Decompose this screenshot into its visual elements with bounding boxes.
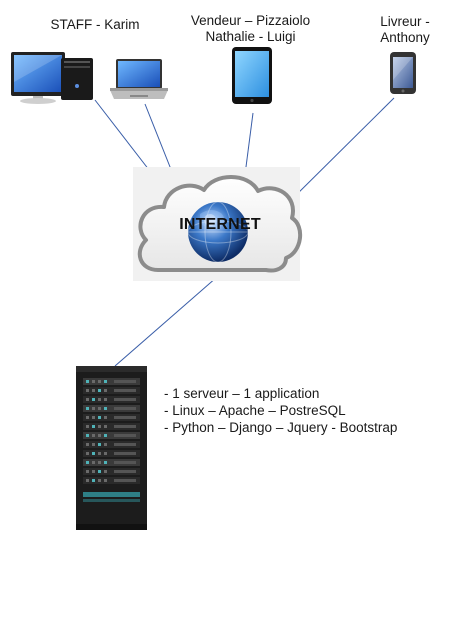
server-unit [83,477,140,484]
vendeur-label-line-2: Nathalie - Luigi [205,29,296,44]
server-drive-slot [114,434,136,437]
server-led [98,407,101,410]
livreur-label: Livreur - Anthony [360,14,450,46]
server-led [98,452,101,455]
server-unit [83,441,140,448]
server-led [104,443,107,446]
server-units [83,378,140,484]
server-led [98,416,101,419]
tablet-icon [232,47,272,104]
server-drive-slot [114,470,136,473]
server-drive-slot [114,380,136,383]
server-drive-slot [114,425,136,428]
server-led [104,425,107,428]
link-internet-server [114,276,218,367]
vendeur-label-line-1: Vendeur – Pizzaiolo [190,13,311,28]
server-led [86,470,89,473]
server-led [104,470,107,473]
server-led [92,380,95,383]
server-unit [83,423,140,430]
server-drive-slot [114,398,136,401]
server-drive-slot [114,416,136,419]
server-led [92,452,95,455]
staff-label: STAFF - Karim [30,17,160,33]
server-drive-slot [114,479,136,482]
server-led [104,407,107,410]
server-led [104,389,107,392]
server-unit [83,432,140,439]
server-drive-slot [114,389,136,392]
staff-label-line-1: STAFF - Karim [50,17,140,32]
server-led [92,398,95,401]
server-unit [83,414,140,421]
server-led [98,380,101,383]
server-drive-slot [114,461,136,464]
server-led [86,407,89,410]
server-unit [83,387,140,394]
desktop-computer-icon [11,52,93,104]
server-specs: - 1 serveur – 1 application - Linux – Ap… [164,385,397,436]
server-led [104,416,107,419]
vendeur-label: Vendeur – Pizzaiolo Nathalie - Luigi [168,13,333,45]
server-drive-slot [114,407,136,410]
server-led [104,398,107,401]
server-led [104,434,107,437]
server-led [98,479,101,482]
server-led [86,479,89,482]
server-rack-icon [76,366,147,530]
internet-label: INTERNET [179,216,261,233]
server-unit [83,459,140,466]
server-led [92,470,95,473]
server-unit [83,468,140,475]
server-led [92,389,95,392]
server-led [98,443,101,446]
globe-icon [187,201,249,263]
server-led [92,416,95,419]
server-led [104,461,107,464]
server-led [92,425,95,428]
server-led [86,425,89,428]
server-led [104,479,107,482]
laptop-icon [110,59,168,99]
server-spec-line: - Linux – Apache – PostreSQL [164,403,346,418]
server-spec-line: - Python – Django – Jquery - Bootstrap [164,420,398,435]
server-drive-slot [114,452,136,455]
server-led [98,398,101,401]
livreur-label-line-1: Livreur - [380,14,430,29]
server-led [86,461,89,464]
server-led [98,434,101,437]
livreur-label-line-2: Anthony [380,30,430,45]
server-led [92,461,95,464]
server-drive-slot [114,443,136,446]
server-led [104,380,107,383]
server-unit [83,405,140,412]
server-led [86,416,89,419]
server-unit [83,378,140,385]
server-led [92,479,95,482]
server-led [86,398,89,401]
server-led [104,452,107,455]
server-led [92,443,95,446]
server-unit [83,450,140,457]
smartphone-icon [390,52,416,94]
server-led [98,461,101,464]
server-led [98,425,101,428]
link-phone-internet [282,97,395,209]
server-led [98,470,101,473]
server-led [92,434,95,437]
server-led [86,434,89,437]
server-led [92,407,95,410]
server-led [86,389,89,392]
server-unit [83,396,140,403]
server-led [86,443,89,446]
server-led [86,380,89,383]
server-led [86,452,89,455]
server-led [98,389,101,392]
server-spec-line: - 1 serveur – 1 application [164,386,320,401]
